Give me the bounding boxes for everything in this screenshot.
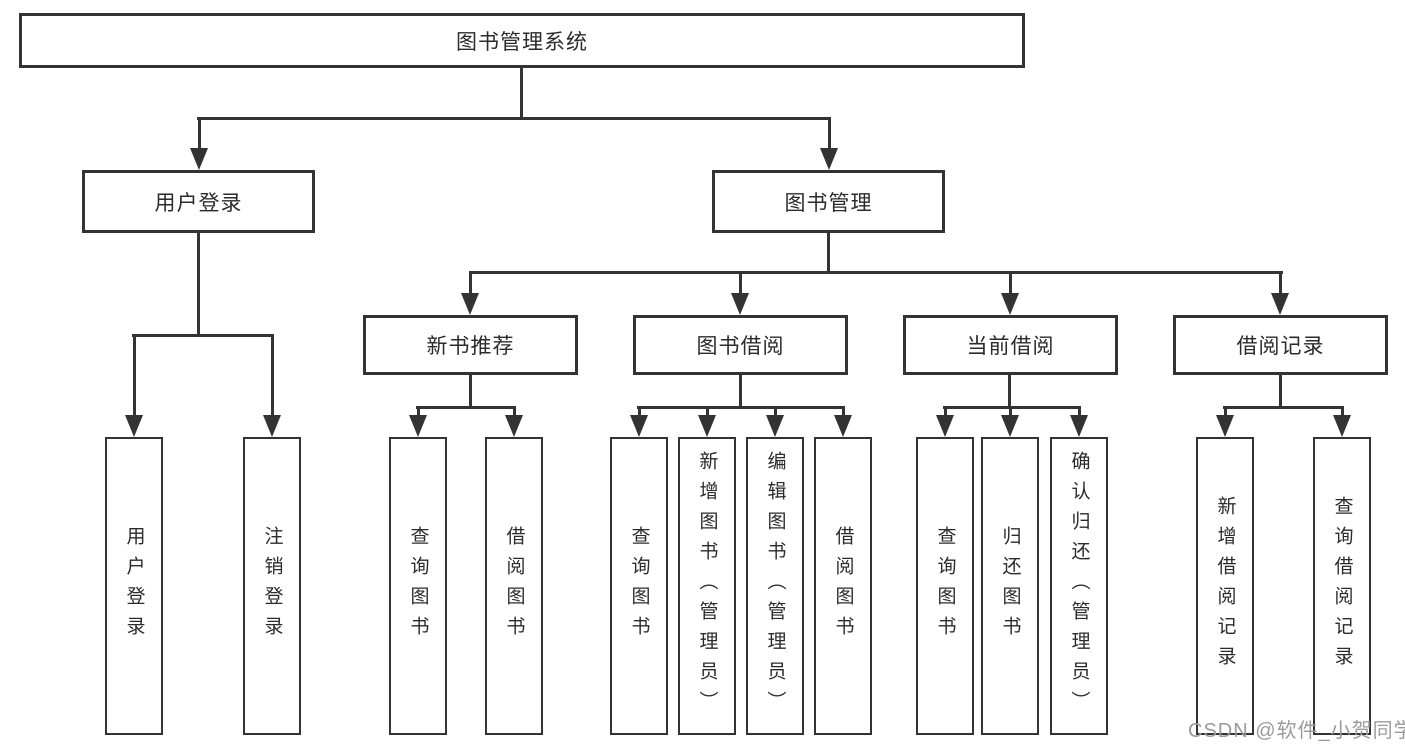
arrow-to-cb-confirm	[1070, 406, 1088, 437]
arrow-to-cb-return	[1001, 406, 1019, 437]
arrow-to-rec-query	[409, 406, 427, 437]
leaf-bb-query-books: 查询图书	[610, 437, 668, 735]
node-book-mgmt: 图书管理	[712, 170, 945, 233]
arrow-to-br-add	[1216, 406, 1234, 437]
arrow-to-bb-query	[630, 406, 648, 437]
leaf-br-add-record-label: 新增借阅记录	[1214, 496, 1236, 676]
node-new-book-rec: 新书推荐	[363, 315, 578, 375]
arrow-to-cb-query	[936, 406, 954, 437]
leaf-bb-add-books: 新增图书（管理员）	[678, 437, 736, 735]
connector-branch-book-borrow	[637, 406, 845, 409]
leaf-cb-return-books-label: 归还图书	[999, 526, 1021, 646]
node-current-borrow: 当前借阅	[903, 315, 1118, 375]
connector-branch-level3	[469, 271, 1283, 274]
leaf-cb-confirm-return-label: 确认归还（管理员）	[1068, 451, 1090, 721]
leaf-logout-label: 注销登录	[261, 526, 283, 646]
node-user-login-label: 用户登录	[154, 191, 243, 215]
arrow-to-bb-edit	[766, 406, 784, 437]
leaf-bb-query-books-label: 查询图书	[628, 526, 650, 646]
node-book-borrow: 图书借阅	[633, 315, 848, 375]
arrow-to-book-mgmt	[820, 117, 838, 170]
arrow-to-leaf-user-login	[125, 334, 143, 437]
connector-stem-user-login	[197, 232, 200, 336]
connector-stem-current-borrow	[1008, 374, 1011, 408]
node-root-label: 图书管理系统	[456, 30, 588, 54]
connector-stem-borrow-records	[1279, 374, 1282, 408]
leaf-bb-add-books-label: 新增图书（管理员）	[696, 451, 718, 721]
arrow-to-book-borrow	[731, 271, 749, 315]
connector-branch-borrow-records	[1223, 406, 1344, 409]
node-user-login: 用户登录	[82, 170, 315, 233]
leaf-br-add-record: 新增借阅记录	[1196, 437, 1254, 735]
leaf-user-login-label: 用户登录	[123, 526, 145, 646]
node-borrow-records: 借阅记录	[1173, 315, 1388, 375]
connector-stem-new-book-rec	[469, 374, 472, 408]
leaf-user-login: 用户登录	[105, 437, 163, 735]
leaf-rec-query-books: 查询图书	[389, 437, 447, 735]
leaf-cb-confirm-return: 确认归还（管理员）	[1050, 437, 1108, 735]
connector-branch-current-borrow	[943, 406, 1081, 409]
leaf-rec-borrow-books: 借阅图书	[485, 437, 543, 735]
arrow-to-user-login	[190, 117, 208, 170]
leaf-rec-query-books-label: 查询图书	[407, 526, 429, 646]
leaf-bb-edit-books-label: 编辑图书（管理员）	[764, 451, 786, 721]
node-current-borrow-label: 当前借阅	[966, 335, 1055, 358]
node-book-mgmt-label: 图书管理	[784, 191, 873, 215]
node-new-book-rec-label: 新书推荐	[426, 335, 515, 358]
leaf-bb-borrow-books-label: 借阅图书	[832, 526, 854, 646]
leaf-logout: 注销登录	[243, 437, 301, 735]
node-book-borrow-label: 图书借阅	[696, 335, 785, 358]
node-root: 图书管理系统	[19, 13, 1025, 68]
connector-stem-root	[520, 68, 523, 119]
arrow-to-br-query	[1333, 406, 1351, 437]
arrow-to-current-borrow	[1001, 271, 1019, 315]
leaf-bb-borrow-books: 借阅图书	[814, 437, 872, 735]
leaf-br-query-record-label: 查询借阅记录	[1331, 496, 1353, 676]
arrow-to-bb-add	[698, 406, 716, 437]
leaf-rec-borrow-books-label: 借阅图书	[503, 526, 525, 646]
arrow-to-new-book-rec	[461, 271, 479, 315]
connector-branch-user-login	[132, 334, 274, 337]
connector-branch-new-book-rec	[416, 406, 516, 409]
leaf-cb-return-books: 归还图书	[981, 437, 1039, 735]
leaf-bb-edit-books: 编辑图书（管理员）	[746, 437, 804, 735]
node-borrow-records-label: 借阅记录	[1236, 335, 1325, 358]
leaf-cb-query-books-label: 查询图书	[934, 526, 956, 646]
connector-branch-level2	[197, 117, 831, 120]
arrow-to-leaf-logout	[263, 334, 281, 437]
leaf-cb-query-books: 查询图书	[916, 437, 974, 735]
connector-stem-book-mgmt	[827, 232, 830, 273]
leaf-br-query-record: 查询借阅记录	[1313, 437, 1371, 735]
arrow-to-rec-borrow	[505, 406, 523, 437]
arrow-to-bb-borrow	[834, 406, 852, 437]
connector-stem-book-borrow	[739, 374, 742, 408]
csdn-watermark: CSDN @软件_小贺同学	[1188, 720, 1405, 742]
arrow-to-borrow-records	[1271, 271, 1289, 315]
